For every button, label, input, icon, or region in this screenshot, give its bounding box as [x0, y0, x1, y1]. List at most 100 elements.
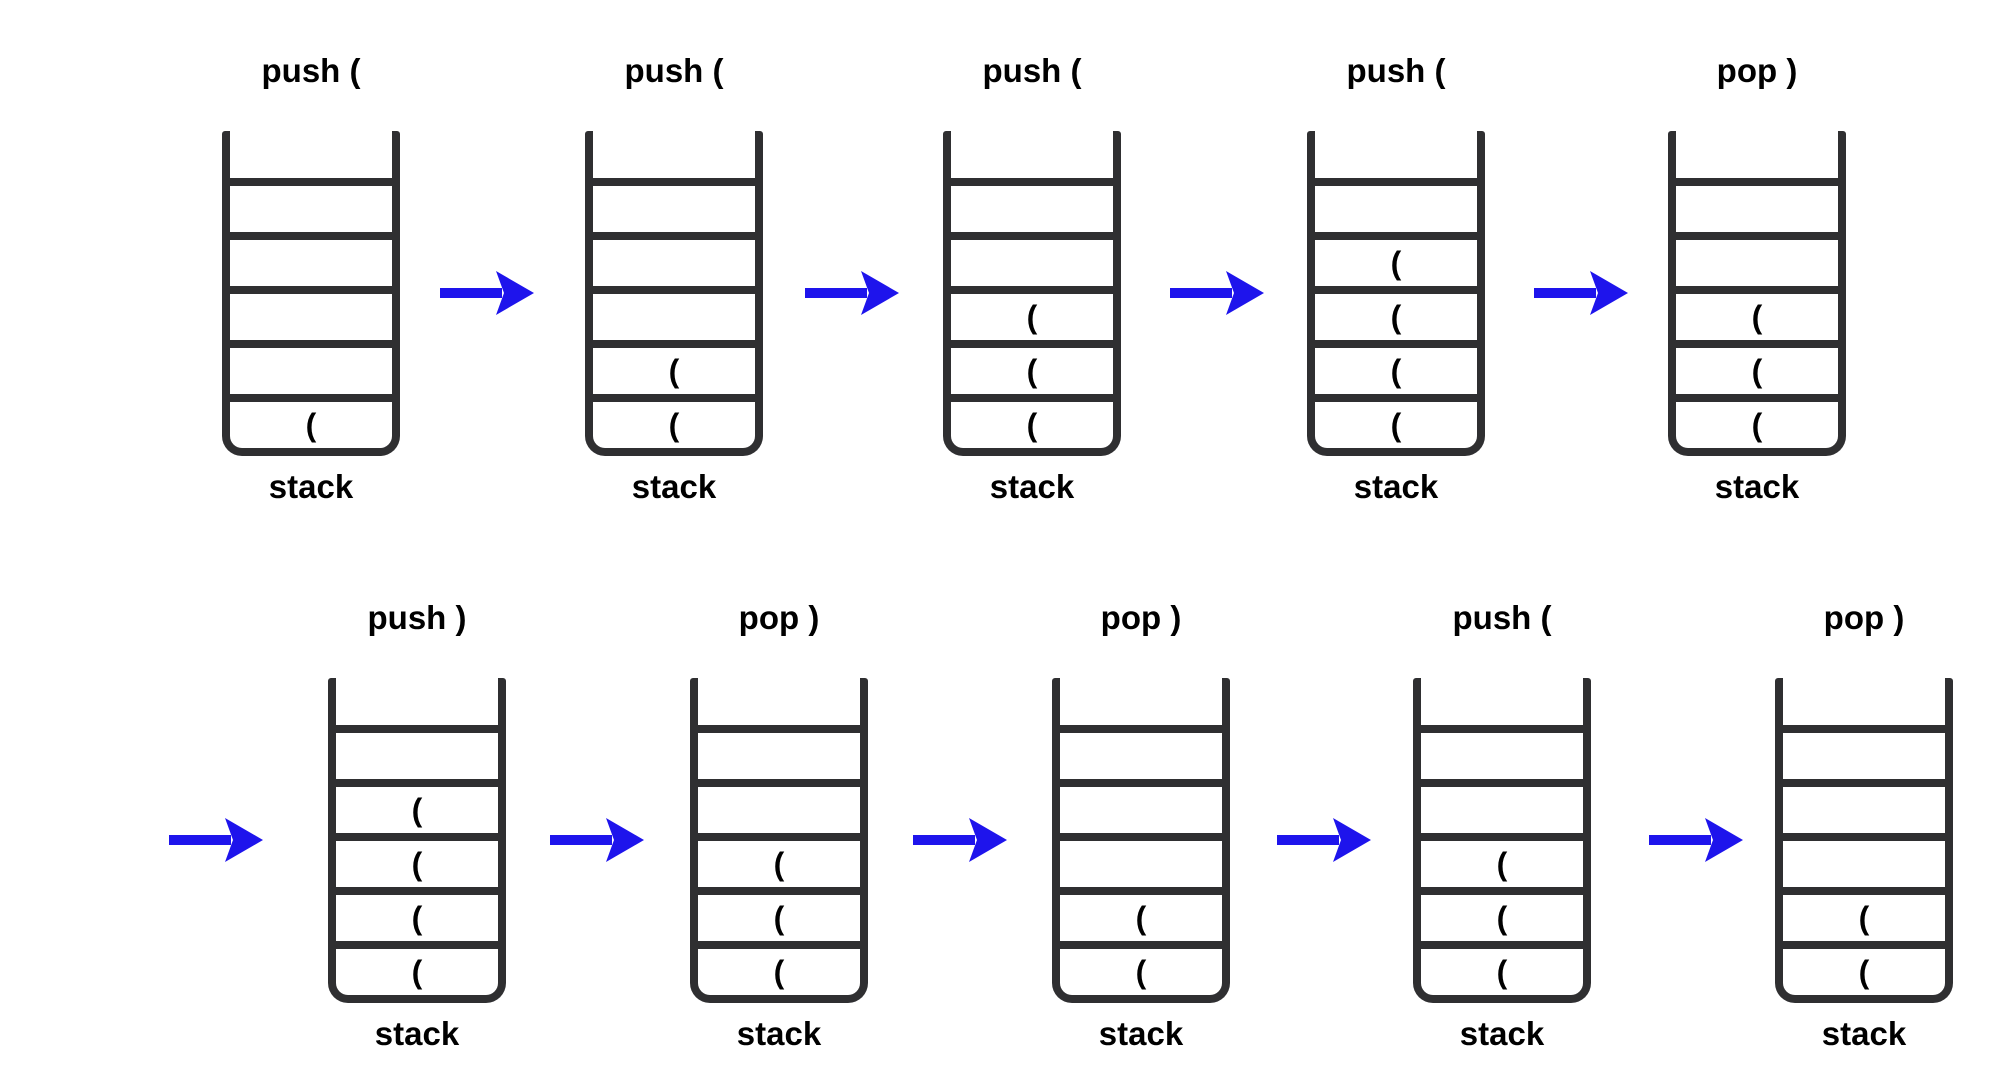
stack-cell: [951, 232, 1113, 286]
stack-cell: (: [1783, 941, 1945, 995]
stack-step-2: push ( ( ( stack: [585, 49, 763, 506]
stack-cell: [593, 178, 755, 232]
operation-label: push (: [1452, 599, 1552, 636]
stack-opening: [698, 678, 860, 725]
operation-label: pop ): [1716, 52, 1798, 89]
stack-cell: [1676, 232, 1838, 286]
stack-cell: [1060, 833, 1222, 887]
stack-cell: (: [336, 779, 498, 833]
stack-cell: [1676, 178, 1838, 232]
stack-cell: (: [1421, 887, 1583, 941]
stack-step-7: pop ) ( ( ( stack: [690, 596, 868, 1053]
operation-label: push (: [261, 52, 361, 89]
stack-drawing: ( ( (: [1413, 678, 1591, 1003]
stack-cell: (: [1315, 340, 1477, 394]
stack-opening: [593, 131, 755, 178]
operation-label: push (: [624, 52, 724, 89]
stack-cell: (: [698, 833, 860, 887]
stack-caption: stack: [1098, 1015, 1184, 1052]
stack-cell: (: [951, 394, 1113, 448]
stack-cell: [951, 178, 1113, 232]
stack-cell: [593, 286, 755, 340]
stack-cell: [230, 232, 392, 286]
stack-cell: (: [1676, 286, 1838, 340]
stack-cell: [336, 725, 498, 779]
right-arrow-icon: [1277, 817, 1373, 863]
operation-label: push (: [982, 52, 1082, 89]
stack-cell: [230, 178, 392, 232]
stack-cell: (: [336, 941, 498, 995]
stack-opening: [230, 131, 392, 178]
stack-cell: (: [593, 394, 755, 448]
stack-cell: (: [1421, 833, 1583, 887]
stack-step-6: push ) ( ( ( ( stack: [328, 596, 506, 1053]
stack-cell: [1783, 779, 1945, 833]
stack-cell: [1421, 779, 1583, 833]
stack-cell: [593, 232, 755, 286]
stack-cell: (: [230, 394, 392, 448]
stack-cell: [230, 340, 392, 394]
stack-caption: stack: [989, 468, 1075, 505]
stack-caption: stack: [1353, 468, 1439, 505]
stack-drawing: ( ( ( (: [1307, 131, 1485, 456]
stack-cell: [1315, 178, 1477, 232]
stack-drawing: ( ( (: [690, 678, 868, 1003]
stack-cell: [1421, 725, 1583, 779]
stack-step-8: pop ) ( ( stack: [1052, 596, 1230, 1053]
stack-cell: (: [1315, 232, 1477, 286]
stack-cell: [698, 779, 860, 833]
right-arrow-icon: [1649, 817, 1745, 863]
stack-opening: [1676, 131, 1838, 178]
stack-drawing: (: [222, 131, 400, 456]
stack-cell: (: [593, 340, 755, 394]
operation-label: push ): [367, 599, 467, 636]
stack-cell: (: [336, 887, 498, 941]
operation-label: push (: [1346, 52, 1446, 89]
stack-cell: (: [336, 833, 498, 887]
stack-cell: (: [951, 286, 1113, 340]
stack-drawing: ( ( ( (: [328, 678, 506, 1003]
stack-drawing: ( (: [585, 131, 763, 456]
stack-cell: (: [1676, 394, 1838, 448]
stack-opening: [1783, 678, 1945, 725]
stack-cell: (: [1421, 941, 1583, 995]
stack-opening: [951, 131, 1113, 178]
stack-cell: [698, 725, 860, 779]
stack-cell: (: [1783, 887, 1945, 941]
stack-drawing: ( ( (: [1668, 131, 1846, 456]
stack-caption: stack: [268, 468, 354, 505]
stack-cell: [1060, 725, 1222, 779]
stack-step-4: push ( ( ( ( ( stack: [1307, 49, 1485, 506]
stack-step-1: push ( ( stack: [222, 49, 400, 506]
stack-drawing: ( (: [1775, 678, 1953, 1003]
stack-caption: stack: [374, 1015, 460, 1052]
stack-caption: stack: [1459, 1015, 1545, 1052]
stack-cell: [230, 286, 392, 340]
stack-caption: stack: [1821, 1015, 1907, 1052]
stack-cell: [1783, 725, 1945, 779]
right-arrow-icon: [440, 270, 536, 316]
stack-opening: [1060, 678, 1222, 725]
stack-drawing: ( (: [1052, 678, 1230, 1003]
stack-cell: (: [1060, 941, 1222, 995]
operation-label: pop ): [738, 599, 820, 636]
stack-step-10: pop ) ( ( stack: [1775, 596, 1953, 1053]
stack-caption: stack: [631, 468, 717, 505]
stack-step-3: push ( ( ( ( stack: [943, 49, 1121, 506]
right-arrow-icon: [805, 270, 901, 316]
operation-label: pop ): [1823, 599, 1905, 636]
stack-opening: [1315, 131, 1477, 178]
stack-cell: (: [1315, 286, 1477, 340]
stack-cell: (: [698, 887, 860, 941]
stack-cell: (: [1060, 887, 1222, 941]
stack-step-5: pop ) ( ( ( stack: [1668, 49, 1846, 506]
stack-step-9: push ( ( ( ( stack: [1413, 596, 1591, 1053]
operation-label: pop ): [1100, 599, 1182, 636]
stack-cell: (: [698, 941, 860, 995]
stack-caption: stack: [1714, 468, 1800, 505]
right-arrow-icon: [913, 817, 1009, 863]
right-arrow-icon: [1170, 270, 1266, 316]
right-arrow-icon: [550, 817, 646, 863]
stack-cell: (: [951, 340, 1113, 394]
